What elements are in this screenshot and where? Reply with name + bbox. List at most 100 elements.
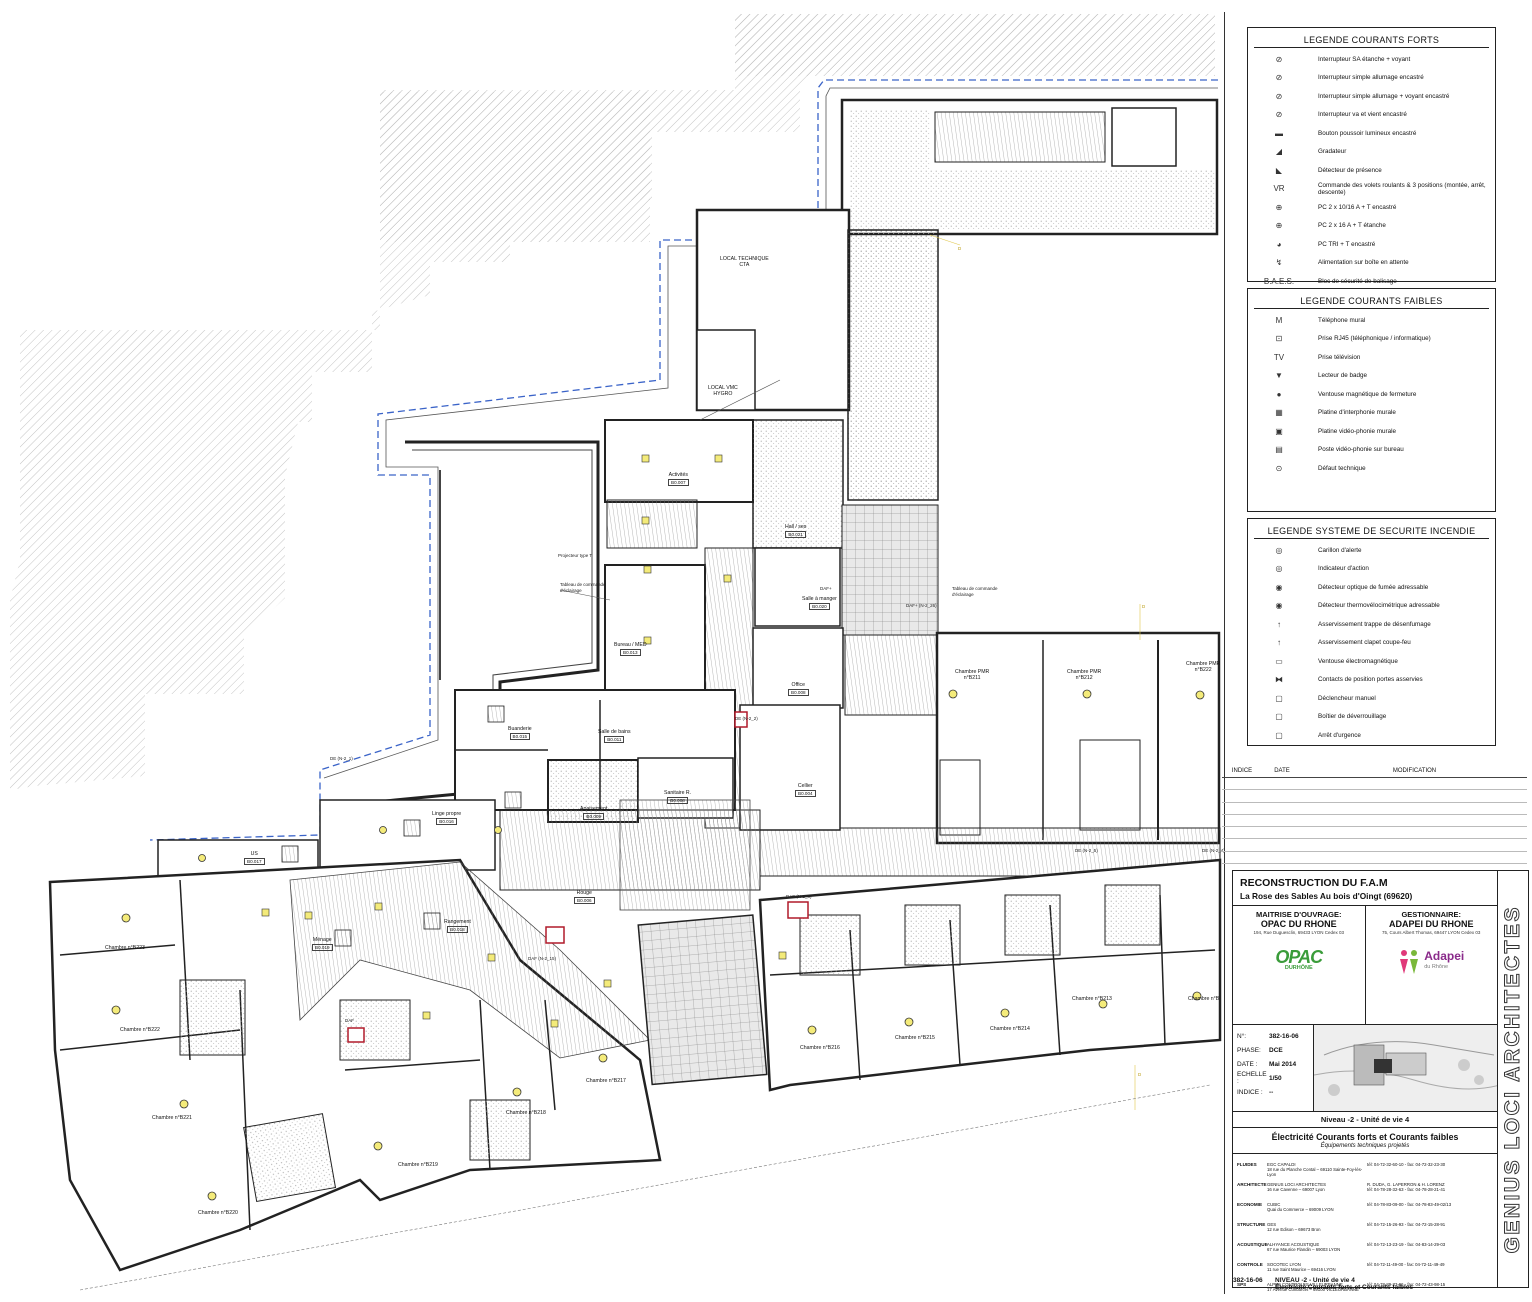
svg-text:DAF+: DAF+ <box>820 586 832 591</box>
legend-item: ▢Arrêt d'urgence <box>1248 726 1495 745</box>
company-contact: tél: 04-72-32-60-10 - fax: 04-72-32-23-3… <box>1367 1162 1446 1167</box>
moa-role: MAITRISE D'OUVRAGE: <box>1255 910 1342 919</box>
legend-label: Boîtier de déverrouillage <box>1318 713 1387 721</box>
legend-item: ▦Platine d'interphonie murale <box>1248 404 1495 423</box>
room-b219: Chambre n°B219 <box>398 1162 438 1168</box>
room-name: Chambre n°B216 <box>800 1045 840 1051</box>
field-label: PHASE: <box>1237 1046 1261 1054</box>
legend-symbol-icon: ▢ <box>1275 693 1283 703</box>
room-name: Salle de bains <box>598 729 631 735</box>
gest-role: GESTIONNAIRE: <box>1401 910 1462 919</box>
legend-item: ⊘ Interrupteur simple allumage encastré <box>1248 69 1495 88</box>
legend-label: Carillon d'alerte <box>1318 546 1362 554</box>
footer-strip: 382-16-06 NIVEAU -2 - Unité de vie 4 Éle… <box>1233 1277 1495 1291</box>
room-number: B0.007 <box>668 479 689 486</box>
terrain-hatch-top <box>735 14 1215 76</box>
field-num: N°:382-16-06 <box>1237 1029 1313 1043</box>
room-name: Rouge <box>576 890 592 896</box>
room-name: Chambre PMR n°B211 <box>955 669 990 681</box>
company-contact: R. DUDA, G. LAPERRON & H. LORENZ tél: 04… <box>1367 1182 1446 1192</box>
legend-symbol-icon: ⊘ <box>1275 110 1283 120</box>
svg-text:DE (N-2_1): DE (N-2_1) <box>330 756 353 761</box>
field-label: N°: <box>1237 1032 1247 1040</box>
legend-label: Platine vidéo-phonie murale <box>1318 427 1397 435</box>
opac-logo-text: OPAC <box>1275 947 1323 967</box>
legend-item: ●Ventouse magnétique de fermeture <box>1248 385 1495 404</box>
company-role: ACOUSTIQUE <box>1237 1242 1268 1247</box>
company-contact: tél: 04-78-83-09-00 - fax: 04-78-83-49-0… <box>1367 1202 1452 1207</box>
legend-label: Arrêt d'urgence <box>1318 731 1361 739</box>
legend-item: B.A.E.S.Bloc de sécurité de balisage <box>1248 272 1495 291</box>
bath-zones <box>179 884 1161 1202</box>
legend-symbol-icon: ◎ <box>1275 564 1283 574</box>
svg-text:DAF: DAF <box>345 1018 354 1023</box>
room-name: Linge propre <box>432 811 462 817</box>
legend-securite-incendie: LEGENDE SYSTEME DE SECURITE INCENDIE ◎Ca… <box>1247 518 1496 746</box>
legend-item: ▢Déclencheur manuel <box>1248 689 1495 708</box>
room-b-east: Chambre n°B <box>1188 996 1219 1002</box>
company-name: SOCOTEC LYON 11 rue Saint Maurice – 6941… <box>1267 1262 1336 1272</box>
room-b213: Chambre n°B213 <box>1072 996 1112 1002</box>
legend-symbol-icon: M <box>1275 315 1283 325</box>
legend-symbol-icon: VR <box>1273 184 1285 194</box>
svg-text:D: D <box>958 246 962 251</box>
room-name: LOCAL VMC HYGRO <box>708 385 738 397</box>
legend-symbol-icon: ⊘ <box>1275 91 1283 101</box>
room-b212: Chambre PMR n°B212 <box>1067 669 1101 681</box>
east-bath-2 <box>1079 739 1141 831</box>
room-name: Ménage <box>312 937 332 943</box>
room-number: B0.008 <box>667 797 688 804</box>
adapei-logo-sub: du Rhône <box>1424 964 1449 970</box>
footer-line2: Électricité Courants forts et Courants f… <box>1275 1284 1413 1291</box>
room-name: Office <box>791 682 806 688</box>
room-b211: Chambre PMR n°B211 <box>955 669 989 681</box>
project-fields: N°:382-16-06 PHASE:DCE DATE :Mai 2014 EC… <box>1233 1025 1313 1111</box>
legend-label: Ventouse électromagnétique <box>1318 657 1398 665</box>
legend-item: ▭Ventouse électromagnétique <box>1248 652 1495 671</box>
svg-text:DE (N-2_5): DE (N-2_5) <box>1075 848 1098 853</box>
room-name: Chambre PMR n°B222 <box>1186 661 1221 673</box>
company-name: ALPES CONTROLES VILLEURBANNE 17 Avenue C… <box>1267 1282 1359 1292</box>
revision-col-index: INDICE <box>1231 768 1253 774</box>
legend-label: Ventouse magnétique de fermeture <box>1318 390 1417 398</box>
legend-label: Interrupteur simple allumage encastré <box>1318 74 1424 82</box>
room-name: Chambre n°B215 <box>895 1035 935 1041</box>
legend-symbol-icon: ↑ <box>1277 619 1281 629</box>
room-number: B0.020 <box>809 603 830 610</box>
legend-label: Bloc de sécurité de balisage <box>1318 277 1397 285</box>
svg-text:D: D <box>1138 1072 1142 1077</box>
room-name: Rangement <box>444 919 471 925</box>
legend-label: Prise télévision <box>1318 353 1361 361</box>
legend-item: ◣ Détecteur de présence <box>1248 161 1495 180</box>
moa-org: OPAC DU RHONE <box>1260 919 1337 929</box>
legend-label: Poste vidéo-phonie sur bureau <box>1318 446 1404 454</box>
legend-label: Détecteur de présence <box>1318 166 1382 174</box>
legend-item: ↯Alimentation sur boîte en attente <box>1248 254 1495 273</box>
legend-label: Gradateur <box>1318 148 1347 156</box>
architect-brand: GENIUS LOCI ARCHITECTES <box>1497 870 1529 1288</box>
legend-symbol-icon: ◢ <box>1275 147 1283 157</box>
legend-symbol-icon: ⊘ <box>1275 73 1283 83</box>
legend-symbol-icon: ▤ <box>1275 445 1283 455</box>
revision-row <box>1222 827 1527 840</box>
legend-label: Détecteur optique de fumée adressable <box>1318 583 1429 591</box>
opac-logo: OPAC DURHÔNE <box>1264 947 1334 975</box>
revision-col-date: DATE <box>1274 768 1290 774</box>
south-corridor <box>289 861 651 1059</box>
legend-label: Détecteur thermovélocimétrique adressabl… <box>1318 602 1440 610</box>
company-name: GES 12 rue Edison – 69673 Bron <box>1267 1222 1321 1232</box>
legend-label: Interrupteur simple allumage + voyant en… <box>1318 92 1450 100</box>
legend-symbol-icon: ◣ <box>1275 165 1283 175</box>
